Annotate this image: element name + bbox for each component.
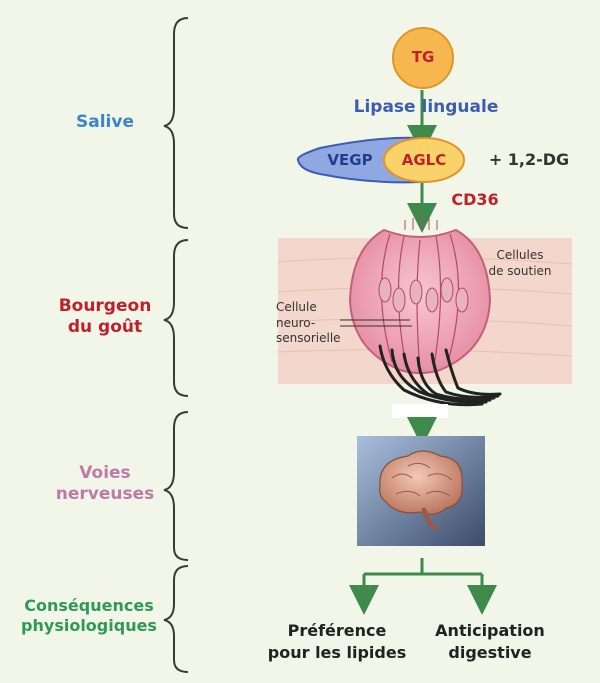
brace-salive [163, 17, 189, 229]
nerve-fibers [378, 344, 502, 407]
section-label-salive: Salive [40, 112, 170, 133]
cd36-label: CD36 [451, 190, 499, 209]
section-label-line: du goût [67, 317, 143, 338]
section-label-line: physiologiques [21, 616, 157, 635]
outcome-line: digestive [448, 642, 532, 662]
brace-consequences [163, 565, 189, 673]
aglc-shape [383, 137, 465, 183]
dg-label: + 1,2-DG [488, 150, 570, 169]
section-label-line: Bourgeon [58, 296, 152, 316]
section-label-line: Conséquences [24, 596, 154, 615]
sensory-cell-line: Cellule [276, 300, 317, 314]
support-cells-line: de soutien [488, 263, 552, 278]
section-label-consequences: Conséquences physiologiques [4, 596, 174, 636]
outcome-digestive-anticipation: Anticipation digestive [420, 620, 560, 663]
nerve-gap [392, 404, 448, 418]
section-label-line: nerveuses [55, 484, 155, 505]
tg-node [392, 27, 454, 89]
support-cells-line: Cellules [496, 248, 544, 262]
tg-label: TG [411, 48, 435, 66]
outcome-line: Préférence [287, 621, 387, 640]
section-label-voies: Voies nerveuses [40, 463, 170, 506]
support-cells-label: Cellules de soutien [470, 248, 570, 279]
section-label-line: Salive [76, 112, 134, 132]
sensory-cell-label: Cellule neuro- sensorielle [276, 300, 356, 347]
lipase-label: Lipase linguale [353, 97, 499, 117]
outcome-line: Anticipation [435, 621, 545, 640]
sensory-cell-line: neuro- [276, 315, 316, 330]
vegp-label: VEGP [327, 151, 373, 169]
sensory-cell-line: sensorielle [276, 331, 341, 346]
aglc-label: AGLC [401, 151, 447, 169]
section-label-line: Voies [79, 463, 131, 483]
section-label-bourgeon: Bourgeon du goût [40, 296, 170, 339]
outcome-lipid-preference: Préférence pour les lipides [262, 620, 412, 663]
outcome-line: pour les lipides [267, 642, 407, 662]
brain-icon [379, 450, 463, 531]
brace-bourgeon [163, 239, 189, 397]
brace-voies [163, 411, 189, 561]
